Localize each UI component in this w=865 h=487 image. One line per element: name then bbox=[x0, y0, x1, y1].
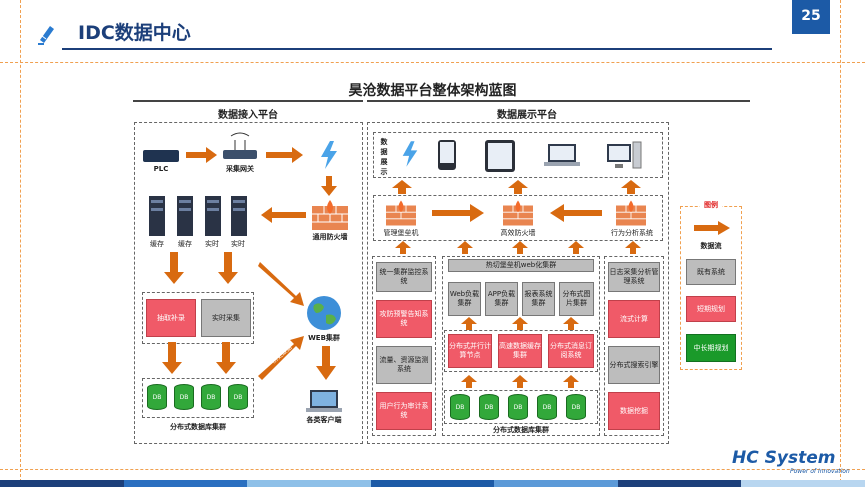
db-left-1: DB bbox=[147, 384, 167, 410]
legend-existing: 既有系统 bbox=[686, 259, 736, 285]
firewall-label-c: 行为分析系统 bbox=[611, 229, 653, 237]
phone-icon bbox=[438, 140, 456, 170]
firewall-label: 通用防火墙 bbox=[312, 233, 348, 241]
title-underline bbox=[62, 48, 772, 50]
legend-flow-label: 数据流 bbox=[700, 242, 722, 250]
audit-box: 用户行为审计系统 bbox=[376, 392, 432, 430]
image-cluster-box: 分布式图片集群 bbox=[559, 282, 594, 316]
hotcut-box: 热切堡垒机web化集群 bbox=[448, 259, 594, 272]
db-right-3: DB bbox=[508, 394, 528, 420]
compute-group bbox=[444, 330, 598, 372]
display-label: 数据展示 bbox=[380, 138, 388, 176]
legend-long-term: 中长期规划 bbox=[686, 334, 736, 362]
plc-icon bbox=[143, 150, 179, 162]
alert-box: 攻防预警告知系统 bbox=[376, 300, 432, 338]
firewall-label-b: 高效防火墙 bbox=[500, 229, 536, 237]
cache-cluster-box: 高速数据缓存集群 bbox=[498, 334, 542, 368]
left-db-cluster-label: 分布式数据库集群 bbox=[170, 423, 226, 431]
legend-title: 图例 bbox=[700, 201, 722, 210]
server-label-2: 缓存 bbox=[178, 240, 192, 248]
firewall-icon-b bbox=[503, 200, 533, 226]
db-right-1: DB bbox=[450, 394, 470, 420]
firewall-icon-c bbox=[616, 200, 646, 226]
gateway-label: 采集网关 bbox=[226, 165, 254, 173]
db-right-4: DB bbox=[537, 394, 557, 420]
realtime-box: 实时采集 bbox=[201, 299, 251, 337]
firewall-row bbox=[373, 195, 663, 241]
lightning-icon-2 bbox=[400, 140, 420, 168]
mining-box: 数据挖掘 bbox=[608, 392, 660, 430]
report-cluster-box: 报表系统集群 bbox=[522, 282, 555, 316]
footer-color-bar bbox=[0, 480, 865, 487]
left-column-group bbox=[372, 256, 436, 436]
traffic-box: 流量、资源监测系统 bbox=[376, 346, 432, 384]
server-rack bbox=[145, 194, 255, 246]
monitor-box: 统一集群监控系统 bbox=[376, 262, 432, 292]
server-label-3: 实时 bbox=[205, 240, 219, 248]
desktop-icon bbox=[605, 140, 643, 170]
legend-arrow-icon bbox=[694, 220, 730, 235]
server-label-4: 实时 bbox=[231, 240, 245, 248]
display-row bbox=[373, 132, 663, 178]
section-title-right: 数据展示平台 bbox=[497, 110, 557, 121]
globe-icon bbox=[306, 295, 342, 331]
left-panel bbox=[134, 122, 363, 444]
section-title-left: 数据接入平台 bbox=[218, 110, 278, 121]
right-panel bbox=[367, 122, 669, 444]
db-left-4: DB bbox=[228, 384, 248, 410]
legend-short-term: 短期规划 bbox=[686, 296, 736, 322]
plc-label: PLC bbox=[153, 165, 169, 173]
middle-group bbox=[442, 256, 600, 436]
right-column-group bbox=[604, 256, 664, 436]
db-right-2: DB bbox=[479, 394, 499, 420]
gateway-icon bbox=[221, 132, 259, 162]
laptop-icon-2 bbox=[542, 142, 582, 168]
firewall-icon-a bbox=[386, 200, 416, 226]
stream-box: 流式计算 bbox=[608, 300, 660, 338]
tablet-icon bbox=[485, 140, 515, 172]
web-cluster-label: WEB集群 bbox=[308, 334, 340, 342]
log-box: 日志采集分析管理系统 bbox=[608, 262, 660, 292]
app-cluster-box: APP负载集群 bbox=[485, 282, 518, 316]
section-line-left bbox=[133, 100, 363, 102]
server-label-1: 缓存 bbox=[150, 240, 164, 248]
diagram-title: 昊沧数据平台整体架构蓝图 bbox=[348, 83, 517, 99]
extract-box: 抽取补录 bbox=[146, 299, 196, 337]
message-box: 分布式消息订阅系统 bbox=[548, 334, 594, 368]
web-cluster-box: Web负载集群 bbox=[448, 282, 481, 316]
pencil-icon bbox=[36, 22, 58, 46]
firewall-label-a: 管理堡垒机 bbox=[383, 229, 419, 237]
right-db-cluster-label: 分布式数据库集群 bbox=[493, 426, 549, 434]
section-line-right bbox=[367, 100, 750, 102]
right-db-group bbox=[444, 390, 598, 424]
brand-tagline: Power of Innovation bbox=[790, 468, 850, 475]
db-right-5: DB bbox=[566, 394, 586, 420]
left-db-group bbox=[142, 378, 254, 418]
parallel-compute-box: 分布式并行计算节点 bbox=[448, 334, 492, 368]
db-left-3: DB bbox=[201, 384, 221, 410]
page-title: IDC数据中心 bbox=[78, 22, 191, 44]
laptop-icon bbox=[304, 388, 344, 414]
lightning-icon bbox=[318, 141, 340, 169]
page-number: 25 bbox=[792, 0, 830, 34]
firewall-icon bbox=[312, 200, 348, 230]
collect-group bbox=[142, 292, 254, 344]
brand-logo: HC System bbox=[732, 448, 836, 468]
db-left-2: DB bbox=[174, 384, 194, 410]
search-engine-box: 分布式搜索引擎 bbox=[608, 346, 660, 384]
clients-label: 各类客户端 bbox=[306, 416, 342, 424]
